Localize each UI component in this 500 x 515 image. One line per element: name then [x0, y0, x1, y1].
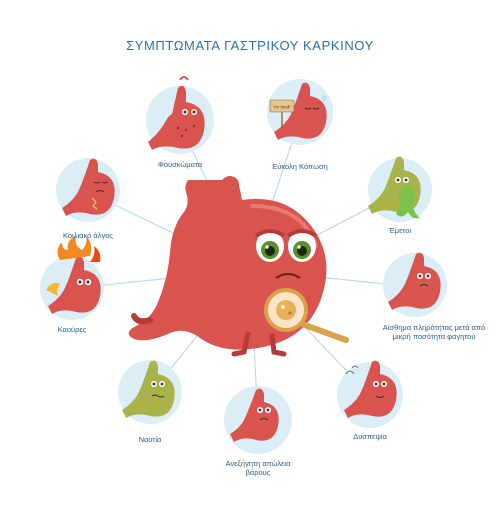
symptom-label-nausea: Ναυτία — [138, 435, 162, 444]
stomach-dyspepsia-icon — [344, 360, 397, 418]
symptom-label-bloating: Φουσκώματα — [157, 160, 203, 169]
symptom-label-fullness: Αίσθημα πληρότητας μετά από μικρή ποσότη… — [382, 323, 486, 341]
symptom-label-dyspepsia: Δυσπεψία — [353, 432, 387, 441]
symptom-label-weight-loss: Ανεξήγητη απώλεια βάρους — [225, 459, 291, 477]
stomach-fullness-icon — [388, 252, 441, 310]
symptom-label-heartburn: Καούρες — [57, 325, 87, 334]
stomach-weight-loss-icon — [230, 388, 279, 442]
page-title: ΣΥΜΠΤΩΜΑΤΑ ΓΑΣΤΡΙΚΟΥ ΚΑΡΚΙΝΟΥ — [126, 38, 374, 53]
symptom-label-fatigue: Εύκολη Κόπωση — [272, 162, 328, 171]
symptom-label-abdominal-pain: Κοιλιακό άλγος — [62, 231, 114, 240]
stomach-nausea-icon — [122, 360, 175, 418]
fatigue-sign-text: I'm tired! — [273, 105, 290, 110]
stomach-bloating-icon — [148, 76, 205, 150]
stomach-vomiting-icon — [368, 156, 421, 219]
stomach-abdominal-pain-icon — [62, 158, 115, 216]
stomach-fatigue-icon: I'm tired! — [269, 82, 327, 140]
symptom-label-vomiting: Έμετοι — [388, 226, 412, 235]
central-stomach-icon — [128, 176, 349, 357]
stomach-heartburn-icon — [46, 236, 101, 314]
